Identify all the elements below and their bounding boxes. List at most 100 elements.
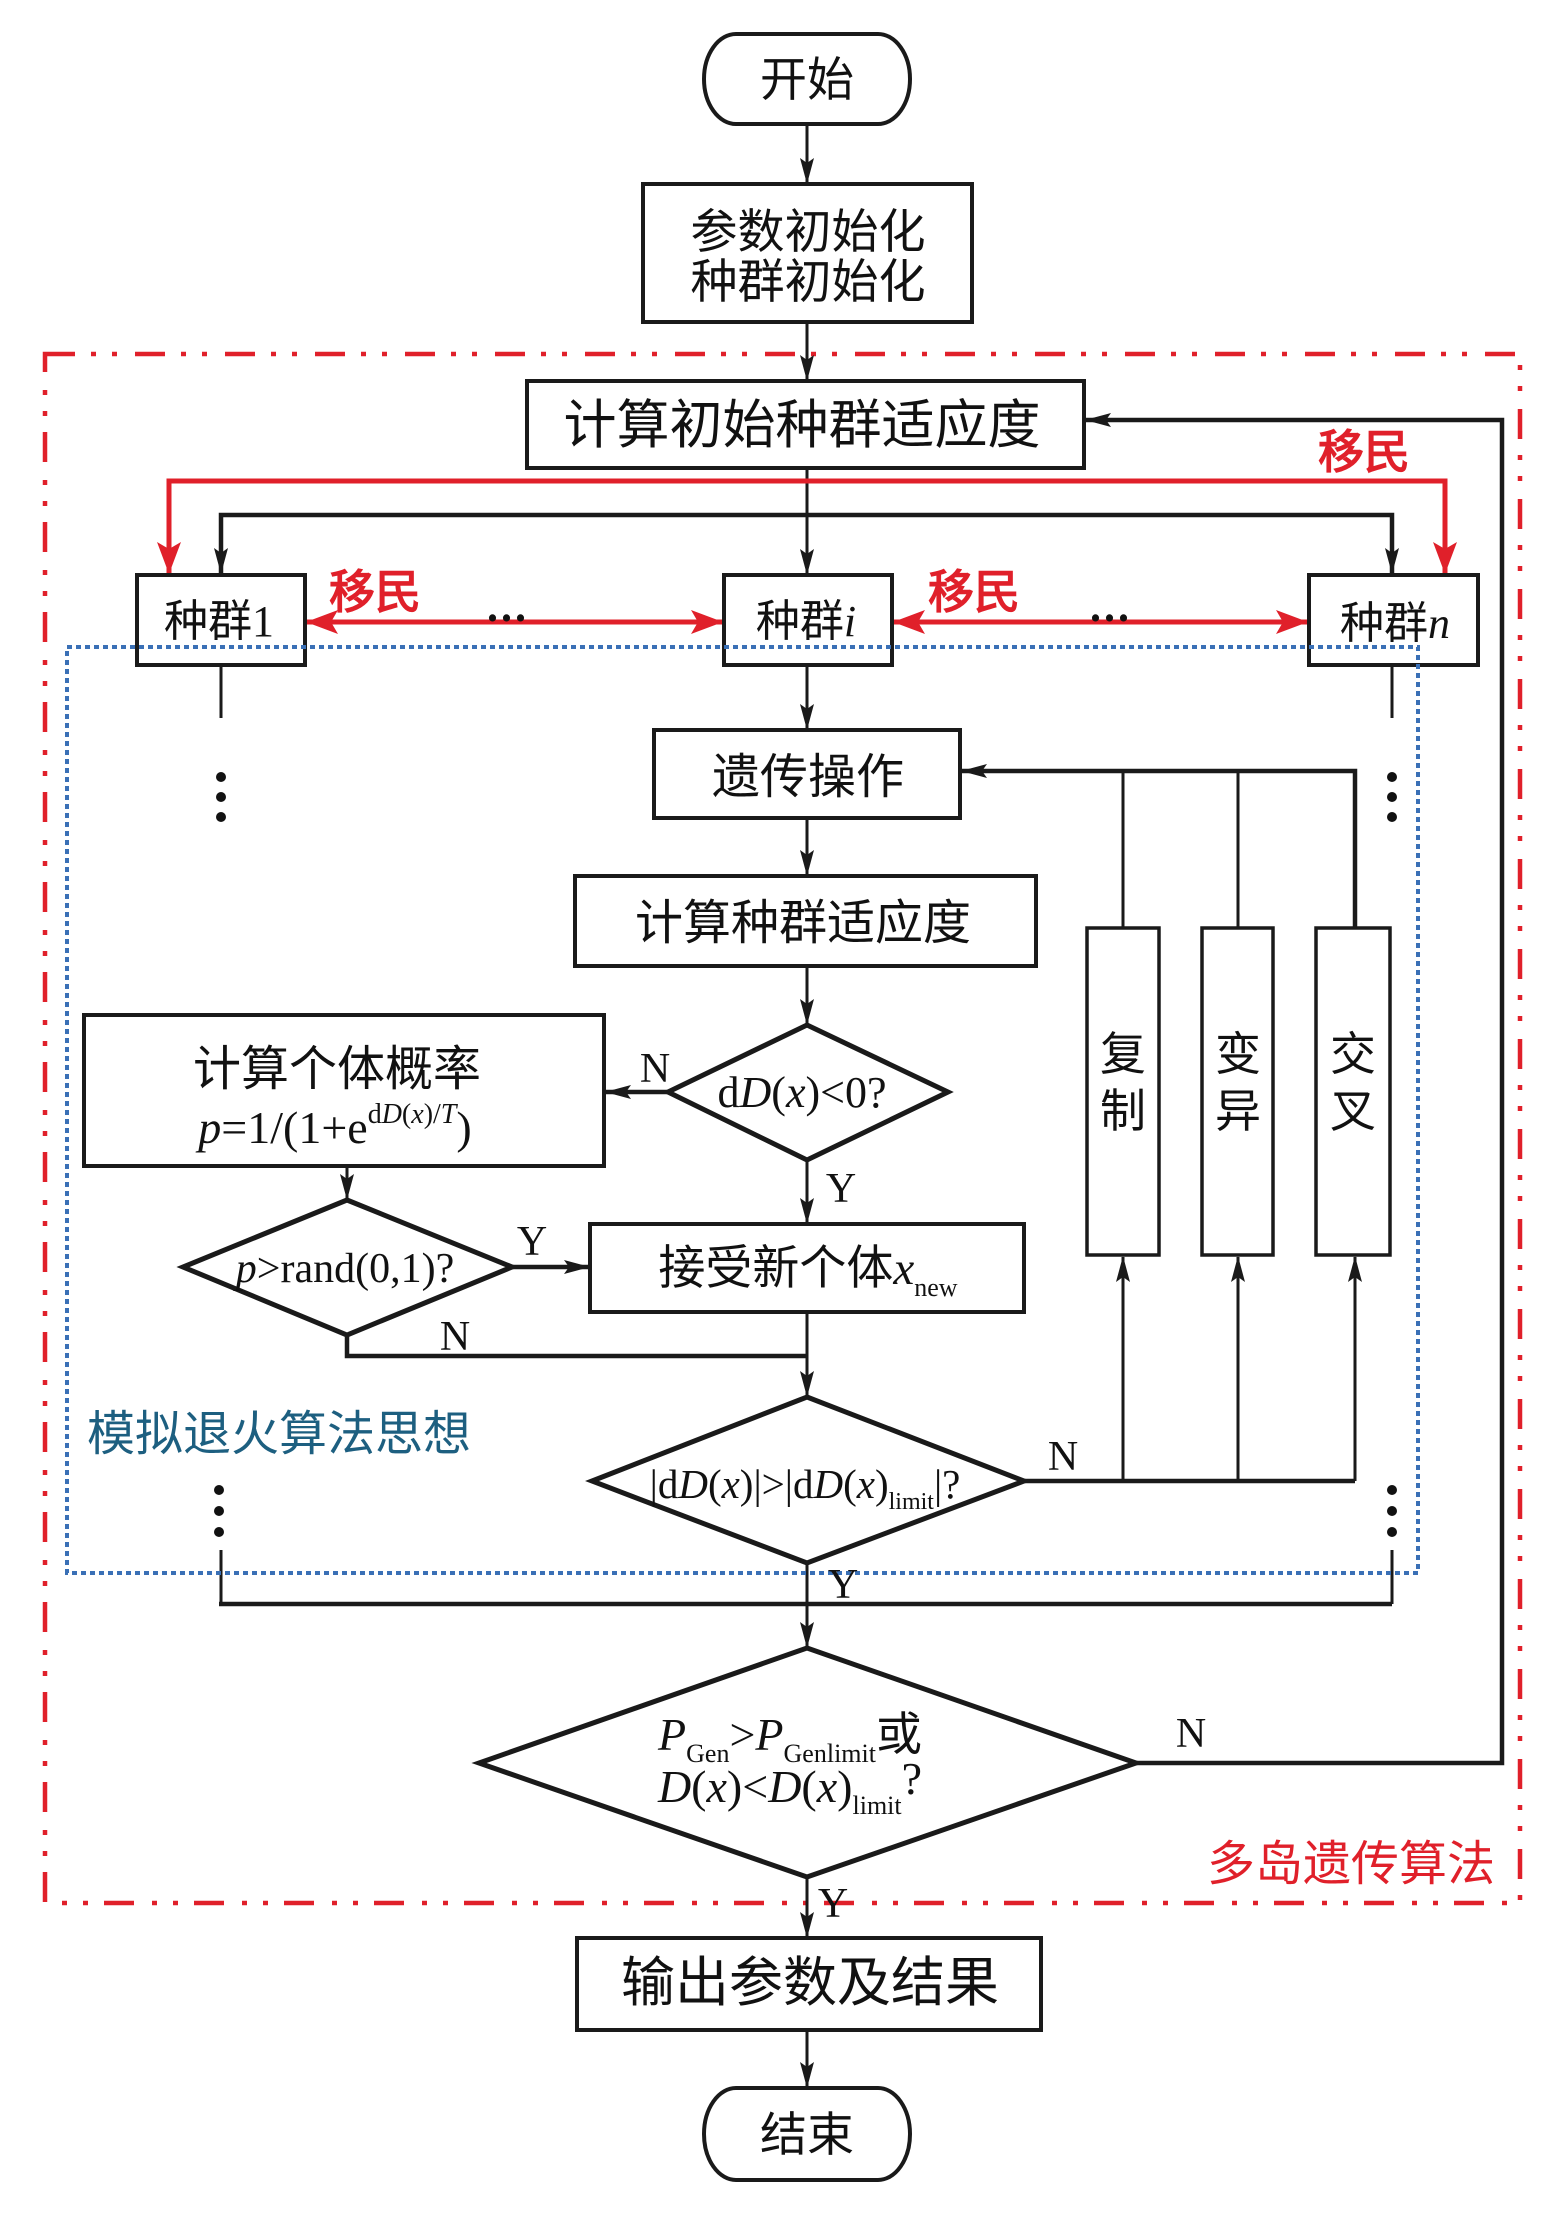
fitness-box <box>573 874 1038 968</box>
island-ga-region-label: 多岛遗传算法 <box>1207 1838 1495 1891</box>
population-i-box <box>722 573 894 667</box>
migration-label-top: 移民 <box>1318 427 1410 478</box>
accept-new-box <box>588 1222 1026 1314</box>
arrow-to-population-1 <box>214 512 807 574</box>
token: > <box>729 1709 755 1760</box>
token: |d <box>650 1461 679 1507</box>
vertical-ellipsis-icon-top-left <box>216 772 226 822</box>
simulated-annealing-region-frame <box>65 645 1420 1575</box>
end-terminal <box>702 2086 912 2182</box>
population-i-index: i <box>844 597 856 646</box>
population-i-label: 种群i <box>756 597 856 646</box>
end-label: 结束 <box>760 2110 854 2162</box>
population-n-prefix: 种群 <box>1340 599 1428 648</box>
crossover-label-char-1: 交 <box>1330 1029 1376 1080</box>
copy-label-char-2: 制 <box>1100 1086 1146 1137</box>
output-box <box>575 1936 1043 2032</box>
check-probability-decision <box>176 1197 519 1338</box>
population-n-box <box>1307 573 1480 667</box>
copy-label-char-1: 复 <box>1100 1029 1146 1080</box>
token: )< <box>727 1761 768 1812</box>
vertical-ellipsis-icon-bottom-right <box>1387 1485 1397 1537</box>
token: x <box>721 1461 740 1507</box>
population-i-prefix: 种群 <box>756 597 844 646</box>
token: ( <box>771 1068 786 1117</box>
crossover-label-char-2: 叉 <box>1330 1086 1376 1137</box>
arrow-check-stop-no-loop <box>1085 413 1505 1766</box>
check-limit-condition: |dD(x)|>|dD(x)limit|? <box>650 1461 961 1515</box>
edge-label-check-limit-no: N <box>1048 1434 1078 1480</box>
genetic-operation-label: 遗传操作 <box>712 751 904 804</box>
token: p <box>195 1102 221 1153</box>
ellipsis-left: ... <box>487 582 529 631</box>
island-ga-region-frame <box>42 351 1523 1906</box>
check-delta-decision <box>662 1022 954 1163</box>
population-n-label: 种群n <box>1340 599 1450 648</box>
start-label: 开始 <box>760 55 854 107</box>
check-limit-decision <box>585 1394 1031 1566</box>
migration-arrow-to-population-n <box>807 478 1457 574</box>
token: limit <box>853 1791 903 1820</box>
token: ) <box>456 1102 471 1153</box>
edge-label-check-stop-yes: Y <box>818 1881 848 1927</box>
vertical-ellipsis-icon-bottom-left <box>214 1485 224 1537</box>
token: P <box>754 1709 783 1760</box>
edge-label-check-limit-yes: Y <box>828 1562 858 1608</box>
check-stop-condition-line-1: PGen>PGenlimit或 <box>657 1709 922 1768</box>
token: Gen <box>686 1739 729 1768</box>
copy-box <box>1085 926 1161 1257</box>
token: x <box>816 1761 838 1812</box>
token: x <box>706 1761 728 1812</box>
token: p <box>233 1246 257 1292</box>
token: P <box>657 1709 686 1760</box>
check-delta-condition: dD(x)<0? <box>718 1068 887 1117</box>
genetic-operation-box <box>652 728 962 820</box>
token: ( <box>402 1099 411 1130</box>
accept-new-var: x <box>892 1243 914 1295</box>
token: ( <box>801 1761 816 1812</box>
arrow-to-population-n <box>807 512 1399 574</box>
token: 或 <box>876 1709 922 1760</box>
probability-title: 计算个体概率 <box>193 1043 481 1096</box>
initial-fitness-box <box>525 379 1086 470</box>
token: )/ <box>424 1099 441 1130</box>
crossover-box <box>1314 926 1392 1257</box>
token: D <box>657 1761 691 1812</box>
token: =1/(1+e <box>221 1102 367 1153</box>
vertical-ellipsis-icon-top-right <box>1387 772 1397 822</box>
token: d <box>718 1068 740 1117</box>
token: x <box>785 1068 806 1117</box>
edge-label-check-stop-no: N <box>1176 1711 1206 1757</box>
accept-new-text: 接受新个体 <box>658 1243 893 1295</box>
population-1-label: 种群1 <box>164 597 274 646</box>
token: D <box>813 1461 844 1507</box>
init-box <box>641 182 974 324</box>
migration-label-left: 移民 <box>329 567 421 618</box>
start-terminal <box>702 32 912 126</box>
init-label-line-1: 参数初始化 <box>691 207 926 259</box>
edge-label-check-probability-no: N <box>440 1314 470 1360</box>
token: )|>|d <box>740 1461 814 1507</box>
simulated-annealing-region-label: 模拟退火算法思想 <box>87 1408 471 1461</box>
accept-new-sub: new <box>914 1273 958 1302</box>
accept-new-label: 接受新个体xnew <box>658 1243 957 1302</box>
mutation-label-char-1: 变 <box>1215 1029 1261 1080</box>
token: x <box>856 1461 875 1507</box>
token: D <box>381 1099 402 1130</box>
migration-label-right: 移民 <box>928 567 1020 618</box>
token: limit <box>889 1489 935 1515</box>
initial-fitness-label: 计算初始种群适应度 <box>564 397 1041 455</box>
token: )<0? <box>805 1068 886 1117</box>
token: ) <box>875 1461 889 1507</box>
edge-label-check-probability-yes: Y <box>517 1219 547 1265</box>
probability-box <box>82 1013 606 1168</box>
line-check-probability-no <box>344 1335 807 1359</box>
token: >rand(0,1)? <box>257 1246 454 1292</box>
token: ? <box>902 1753 922 1804</box>
init-label-line-2: 种群初始化 <box>691 257 926 309</box>
probability-formula: p=1/(1+edD(x)/T) <box>195 1099 471 1153</box>
population-1-index: 1 <box>252 597 274 646</box>
edge-label-check-delta-no: N <box>640 1046 670 1092</box>
population-1-prefix: 种群 <box>164 597 252 646</box>
